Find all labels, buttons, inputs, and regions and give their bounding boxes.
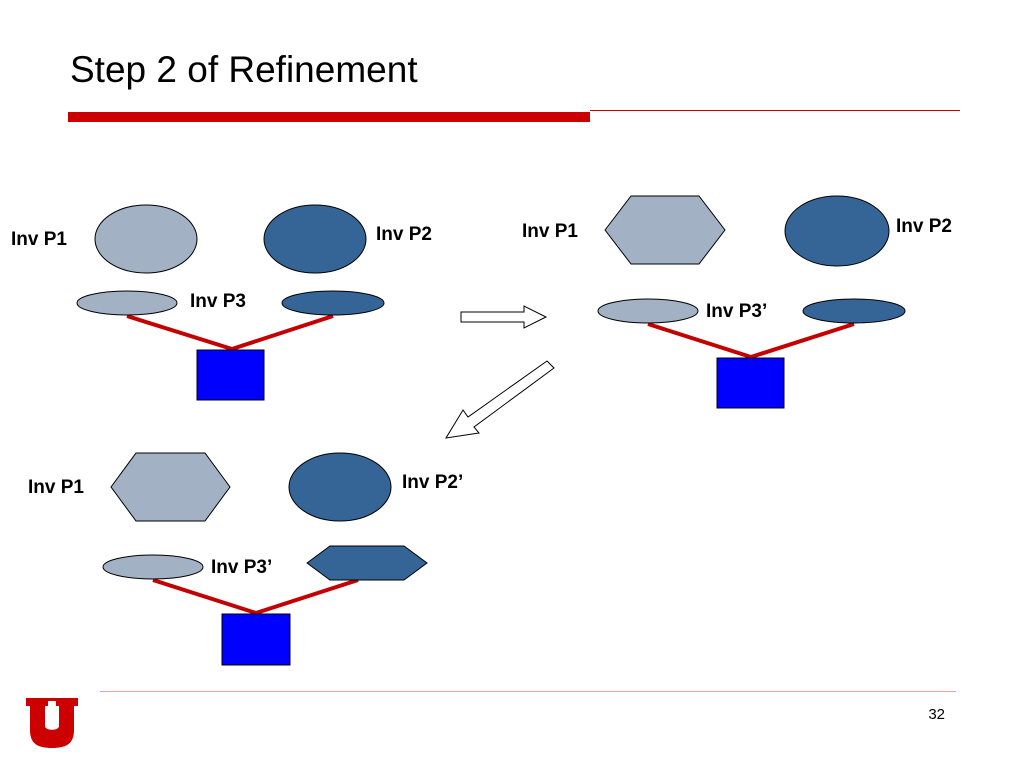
- title-underline-thick: [68, 112, 590, 122]
- group-3-base-square: [221, 613, 291, 666]
- group-1-p2-ellipse: [263, 204, 367, 274]
- group-1-p3-left-ellipse: [76, 290, 178, 316]
- group-3-p3-left-ellipse: [102, 554, 204, 580]
- group-3-label-p3: Inv P3’: [211, 557, 272, 578]
- group-3-p1-hexagon: [110, 452, 231, 522]
- group-1-connector-right: [231, 314, 334, 351]
- group-1-label-p1: Inv P1: [11, 229, 67, 250]
- group-3-connector-right: [255, 578, 359, 615]
- group-3-connector-left: [152, 578, 257, 615]
- group-2-label-p1: Inv P1: [522, 221, 578, 242]
- right-arrow-icon: [460, 305, 548, 329]
- group-1-label-p2: Inv P2: [376, 224, 432, 245]
- group-3-p2-ellipse: [288, 452, 392, 522]
- group-1-label-p3: Inv P3: [190, 291, 246, 312]
- group-1: Inv P1 Inv P2 Inv P3: [11, 204, 432, 401]
- group-2-label-p3: Inv P3’: [706, 301, 767, 322]
- group-2-p3-right-ellipse: [802, 298, 906, 324]
- group-1-p3-right-ellipse: [281, 290, 385, 316]
- group-1-base-square: [196, 349, 265, 401]
- group-3-label-p1: Inv P1: [28, 477, 84, 498]
- group-2-connector-right: [750, 322, 855, 359]
- group-3: Inv P1 Inv P2’ Inv P3’: [28, 452, 463, 666]
- down-left-arrow-icon: [445, 360, 555, 439]
- group-2-connector-left: [647, 322, 752, 359]
- group-1-p1-ellipse: [94, 204, 198, 274]
- block-u-logo-icon: [26, 698, 78, 748]
- group-3-label-p2: Inv P2’: [402, 472, 463, 493]
- group-2-p1-hexagon: [604, 195, 726, 265]
- group-1-connector-left: [126, 314, 233, 351]
- group-2-p2-ellipse: [784, 195, 890, 267]
- group-2-label-p2: Inv P2: [896, 216, 952, 237]
- group-3-p3-right-hexagon: [306, 545, 428, 581]
- slide-title: Step 2 of Refinement: [70, 49, 418, 90]
- group-2: Inv P1 Inv P2 Inv P3’: [522, 195, 952, 409]
- group-2-p3-left-ellipse: [597, 298, 699, 324]
- title-underline-thin: [590, 110, 960, 111]
- page-number: 32: [928, 706, 945, 723]
- footer-divider: [100, 691, 956, 692]
- group-2-base-square: [716, 357, 785, 409]
